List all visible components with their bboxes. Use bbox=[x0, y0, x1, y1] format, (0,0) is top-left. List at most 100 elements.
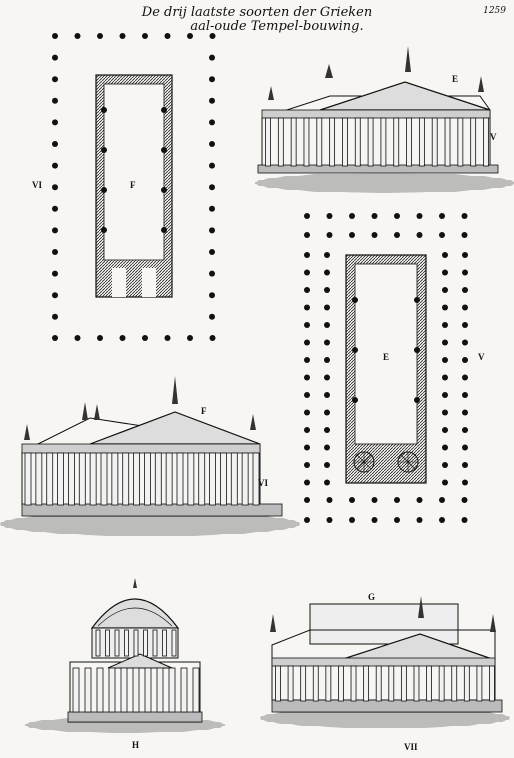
label-vi-left: VI bbox=[32, 180, 43, 190]
column-dot bbox=[52, 335, 58, 341]
column bbox=[24, 452, 32, 506]
column-dot bbox=[52, 227, 58, 234]
column-dot bbox=[462, 287, 468, 293]
column-dot bbox=[324, 304, 330, 311]
column-dot bbox=[442, 462, 448, 468]
column-dot bbox=[209, 184, 215, 191]
column-dot bbox=[209, 335, 216, 341]
column-dot bbox=[442, 374, 448, 381]
column-dot bbox=[349, 497, 355, 503]
column bbox=[277, 117, 284, 167]
title-line-2: aal-oude Tempel-bouwing. bbox=[190, 19, 364, 34]
column-dot bbox=[442, 339, 448, 346]
column bbox=[312, 665, 319, 702]
column bbox=[68, 452, 75, 506]
column-dot bbox=[439, 232, 445, 238]
column-dot bbox=[209, 33, 216, 39]
column bbox=[426, 665, 432, 702]
column bbox=[388, 665, 395, 702]
column-dot bbox=[52, 76, 58, 83]
column-dot bbox=[442, 322, 448, 328]
column-dot bbox=[209, 119, 215, 126]
column bbox=[457, 117, 464, 167]
column-dot bbox=[142, 335, 148, 341]
column-dot bbox=[326, 517, 333, 523]
column-dot bbox=[394, 232, 400, 238]
column-dot bbox=[439, 213, 445, 219]
column-dot bbox=[462, 252, 468, 258]
column bbox=[165, 452, 173, 506]
column bbox=[290, 117, 297, 167]
label-h-bottom: H bbox=[132, 740, 140, 750]
column-dot bbox=[74, 335, 81, 341]
column-dot bbox=[324, 252, 330, 258]
column-dot bbox=[324, 462, 330, 468]
column-dot bbox=[326, 232, 333, 238]
label-f-plan: F bbox=[130, 180, 136, 190]
column-dot bbox=[416, 497, 423, 503]
column bbox=[133, 629, 139, 657]
column bbox=[78, 452, 86, 506]
column-dot bbox=[442, 479, 448, 486]
column-dot bbox=[52, 205, 58, 212]
column bbox=[489, 665, 495, 702]
title-line-1: De drij laatste soorten der Grieken bbox=[141, 5, 373, 20]
column bbox=[154, 452, 162, 506]
column-dot bbox=[416, 232, 423, 238]
column bbox=[156, 667, 164, 713]
column-dot bbox=[371, 213, 378, 219]
column bbox=[438, 665, 445, 702]
label-f-temple: F bbox=[201, 406, 207, 416]
column bbox=[483, 117, 489, 167]
column-dot bbox=[304, 213, 310, 219]
column-dot bbox=[394, 213, 400, 219]
column-dot bbox=[209, 270, 215, 277]
column-dot bbox=[209, 249, 215, 255]
page-title: De drij laatste soorten der Grieken aal-… bbox=[0, 6, 514, 34]
column-dot bbox=[209, 227, 215, 234]
column bbox=[287, 665, 294, 702]
column bbox=[338, 665, 344, 702]
column bbox=[451, 665, 458, 702]
column-dot bbox=[462, 462, 468, 468]
column bbox=[144, 452, 151, 506]
column-dot bbox=[326, 213, 333, 219]
column-dot bbox=[209, 313, 215, 320]
temple-h-drawing bbox=[25, 578, 225, 733]
plan-e-cella bbox=[345, 254, 427, 484]
column-dot bbox=[304, 392, 310, 398]
column bbox=[35, 452, 43, 506]
column-dot bbox=[304, 339, 310, 346]
column-dot bbox=[442, 392, 448, 398]
column-dot bbox=[394, 517, 400, 523]
column bbox=[303, 117, 310, 167]
column-dot bbox=[326, 497, 333, 503]
column-dot bbox=[461, 213, 468, 219]
column-dot bbox=[304, 252, 310, 258]
column bbox=[114, 629, 120, 657]
column bbox=[476, 665, 483, 702]
column-dot bbox=[52, 141, 58, 147]
column-dot bbox=[97, 33, 103, 39]
column bbox=[406, 117, 412, 167]
column-dot bbox=[209, 292, 215, 299]
column-dot bbox=[462, 479, 468, 486]
column bbox=[100, 452, 108, 506]
column-dot bbox=[462, 339, 468, 346]
column bbox=[350, 665, 357, 702]
column bbox=[192, 667, 200, 713]
column-dot bbox=[304, 462, 310, 468]
column-dot bbox=[324, 339, 330, 346]
temple-e-drawing bbox=[255, 46, 514, 193]
column bbox=[444, 117, 451, 167]
column-dot bbox=[462, 374, 468, 381]
column bbox=[72, 667, 80, 713]
column bbox=[84, 667, 92, 713]
column bbox=[275, 665, 281, 702]
column bbox=[171, 629, 177, 657]
column-dot bbox=[164, 335, 171, 341]
column-dot bbox=[461, 497, 468, 503]
column bbox=[380, 117, 387, 167]
column-dot bbox=[442, 357, 448, 363]
